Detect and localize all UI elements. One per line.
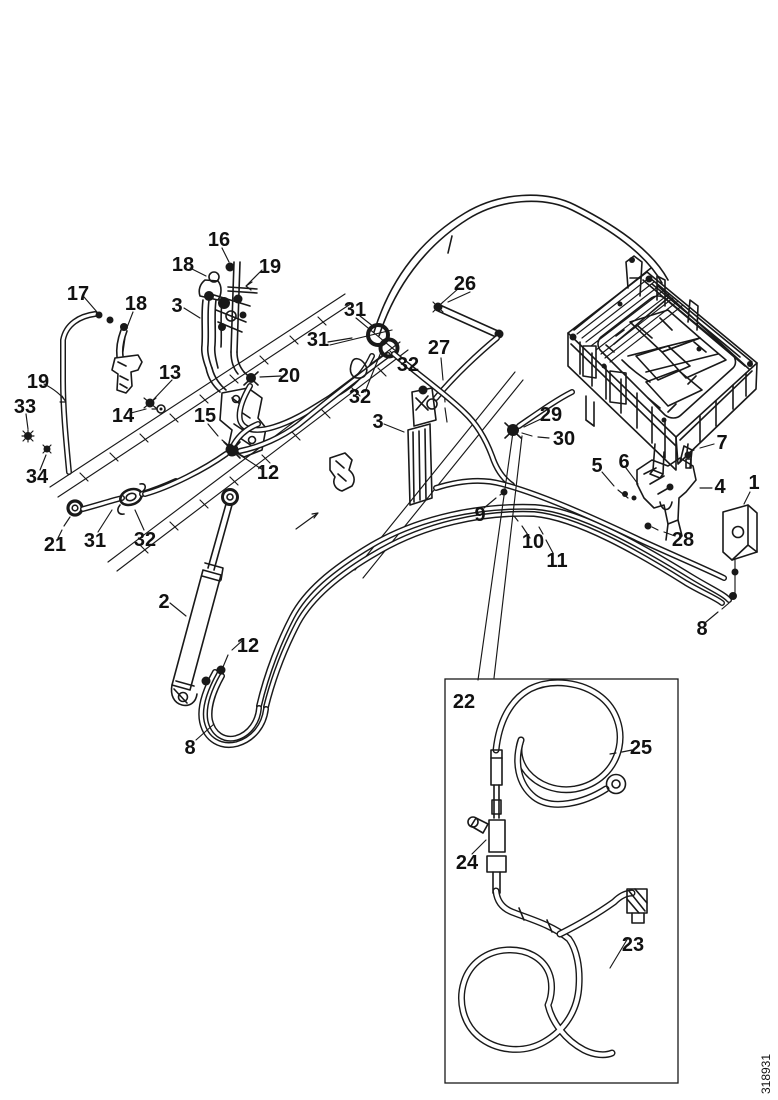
svg-text:32: 32 [349, 386, 371, 408]
svg-text:3: 3 [372, 411, 383, 433]
svg-text:19: 19 [259, 256, 281, 278]
svg-text:1: 1 [748, 472, 759, 494]
svg-text:18: 18 [172, 254, 194, 276]
svg-text:22: 22 [453, 691, 475, 713]
svg-text:34: 34 [26, 466, 49, 488]
svg-text:20: 20 [278, 365, 300, 387]
svg-text:21: 21 [44, 534, 66, 556]
svg-text:9: 9 [474, 504, 485, 526]
svg-text:3: 3 [171, 295, 182, 317]
svg-text:33: 33 [14, 396, 36, 418]
svg-text:8: 8 [184, 737, 195, 759]
svg-text:31: 31 [84, 530, 106, 552]
svg-text:10: 10 [522, 531, 544, 553]
svg-text:5: 5 [591, 455, 602, 477]
svg-text:7: 7 [716, 432, 727, 454]
svg-text:30: 30 [553, 428, 575, 450]
svg-text:32: 32 [134, 529, 156, 551]
svg-text:29: 29 [540, 404, 562, 426]
svg-text:27: 27 [428, 337, 450, 359]
svg-text:32: 32 [397, 354, 419, 376]
svg-text:8: 8 [696, 618, 707, 640]
svg-text:25: 25 [630, 737, 652, 759]
svg-text:18: 18 [125, 293, 147, 315]
svg-text:31: 31 [344, 299, 366, 321]
svg-text:2: 2 [158, 591, 169, 613]
svg-text:23: 23 [622, 934, 644, 956]
svg-text:28: 28 [672, 529, 694, 551]
svg-text:31: 31 [307, 329, 329, 351]
svg-text:12: 12 [257, 462, 279, 484]
svg-text:14: 14 [112, 405, 135, 427]
svg-text:26: 26 [454, 273, 476, 295]
svg-text:19: 19 [27, 371, 49, 393]
svg-text:13: 13 [159, 362, 181, 384]
svg-text:15: 15 [194, 405, 216, 427]
svg-text:12: 12 [237, 635, 259, 657]
svg-text:6: 6 [618, 451, 629, 473]
svg-text:4: 4 [714, 476, 726, 498]
svg-text:11: 11 [546, 550, 567, 572]
svg-text:16: 16 [208, 229, 230, 251]
svg-text:24: 24 [456, 852, 479, 874]
svg-text:17: 17 [67, 283, 89, 305]
svg-text:318931: 318931 [759, 1054, 773, 1094]
